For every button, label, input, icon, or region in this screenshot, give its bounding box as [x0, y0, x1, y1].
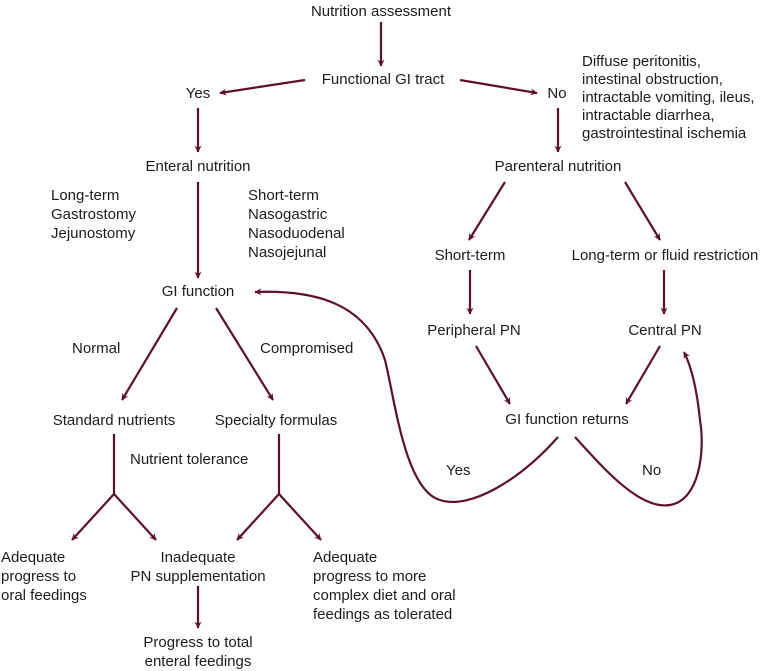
edge-gi-returns-yes-loop — [254, 288, 559, 503]
node-parenteral-nutrition: Parenteral nutrition — [494, 158, 622, 175]
edge-label-yes-returns: Yes — [446, 462, 471, 479]
node-nutrient-tolerance: Nutrient tolerance — [130, 451, 249, 468]
edge-label-compromised: Compromised — [260, 340, 354, 357]
edge-gi-tract-to-no — [459, 78, 538, 96]
node-adequate-complex-diet: Adequate progress to more complex diet a… — [313, 549, 456, 623]
node-no-top: No — [547, 85, 567, 102]
edge-specialty-to-inadequate — [236, 493, 280, 541]
edge-gi-function-to-specialty — [215, 307, 274, 401]
node-yes-top: Yes — [185, 85, 211, 102]
edge-label-normal: Normal — [72, 340, 121, 357]
edge-parenteral-to-long-term — [624, 181, 661, 241]
node-nutrition-assessment: Nutrition assessment — [310, 3, 452, 20]
edge-gi-function-to-standard — [121, 307, 178, 401]
node-enteral-nutrition: Enteral nutrition — [145, 158, 251, 175]
node-standard-nutrients: Standard nutrients — [52, 412, 176, 429]
edge-parenteral-to-short-term — [468, 181, 506, 241]
node-adequate-oral: Adequate progress to oral feedings — [1, 549, 87, 604]
edge-gi-returns-no-loop — [574, 351, 703, 507]
node-inadequate-pn-supplementation: Inadequate PN supplementation — [130, 549, 266, 585]
edge-standard-to-adequate-oral — [71, 493, 115, 541]
node-short-term-pn: Short-term — [434, 247, 506, 264]
edge-peripheral-to-gi-returns — [475, 345, 511, 405]
edge-specialty-to-adequate-complex — [278, 493, 322, 541]
node-progress-total-enteral: Progress to total enteral feedings — [143, 634, 253, 670]
edge-gi-tract-to-yes — [219, 78, 306, 96]
edge-central-to-gi-returns — [625, 345, 661, 405]
node-long-term-fluid-restriction: Long-term or fluid restriction — [571, 247, 759, 264]
node-functional-gi-tract: Functional GI tract — [321, 71, 445, 88]
edge-standard-to-inadequate — [113, 493, 157, 541]
node-gi-function-returns: GI function returns — [505, 411, 629, 428]
node-peripheral-pn: Peripheral PN — [427, 322, 521, 339]
edge-label-no-returns: No — [642, 462, 662, 479]
node-gi-function: GI function — [161, 283, 235, 300]
node-contraindications: Diffuse peritonitis, intestinal obstruct… — [582, 53, 755, 142]
node-specialty-formulas: Specialty formulas — [214, 412, 338, 429]
node-central-pn: Central PN — [628, 322, 702, 339]
node-long-term-access: Long-term Gastrostomy Jejunostomy — [51, 187, 137, 242]
node-short-term-access: Short-term Nasogastric Nasoduodenal Naso… — [248, 187, 345, 261]
